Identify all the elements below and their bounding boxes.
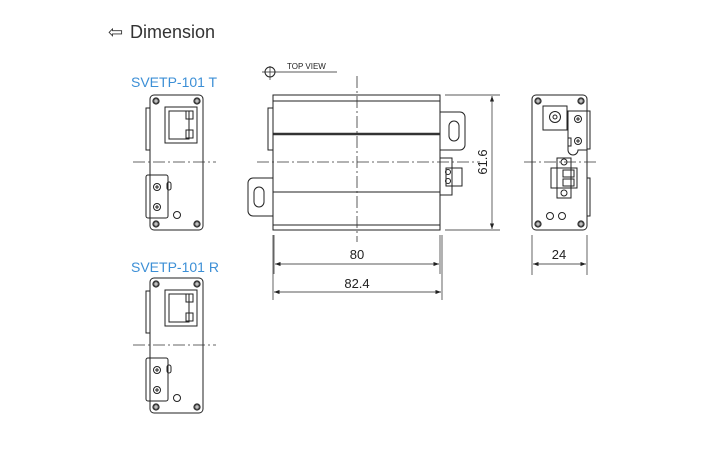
top-view-body bbox=[247, 76, 480, 242]
front-panel-r bbox=[133, 278, 216, 413]
model-label-t: SVETP-101 T bbox=[131, 74, 218, 90]
length-dimensions: 80 82.4 bbox=[272, 235, 443, 300]
width-dimension: 24 bbox=[531, 235, 588, 275]
left-arrow-icon: ⇦ bbox=[108, 22, 123, 42]
height-dimension: 61.6 bbox=[445, 94, 500, 231]
top-view-marker: TOP VIEW bbox=[262, 62, 337, 80]
height-value: 61.6 bbox=[475, 149, 490, 174]
length-total-value: 82.4 bbox=[344, 276, 369, 291]
page-title: Dimension bbox=[130, 22, 215, 42]
dimension-header: ⇦ Dimension bbox=[108, 22, 215, 42]
width-value: 24 bbox=[552, 247, 566, 262]
front-panel-t bbox=[133, 95, 216, 230]
rear-panel bbox=[524, 94, 597, 231]
top-view-label: TOP VIEW bbox=[287, 62, 326, 71]
length-body-value: 80 bbox=[350, 247, 364, 262]
model-label-r: SVETP-101 R bbox=[131, 259, 219, 275]
